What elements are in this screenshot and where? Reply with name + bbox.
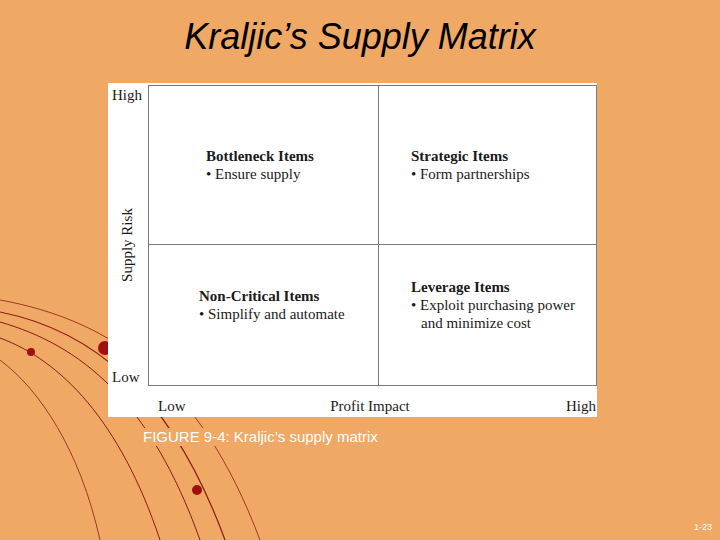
quadrant-text: Leverage Items• Exploit purchasing power… [411, 278, 576, 332]
axis-high: High [566, 397, 596, 415]
slide-title: Kraljic’s Supply Matrix [0, 16, 720, 58]
figure-caption: FIGURE 9-4: Kraljic’s supply matrix [141, 428, 380, 446]
quadrant-bullet: • Form partnerships [411, 165, 586, 183]
bottleneck-quadrant: Bottleneck Items• Ensure supply [149, 86, 378, 244]
strategic-quadrant: Strategic Items• Form partnerships [379, 86, 596, 244]
leverage-quadrant: Leverage Items• Exploit purchasing power… [379, 245, 596, 385]
quadrant-heading: Strategic Items [411, 147, 586, 165]
non-critical-quadrant: Non-Critical Items• Simplify and automat… [149, 245, 378, 385]
matrix-grid [108, 83, 597, 417]
quadrant-text: Bottleneck Items• Ensure supply [206, 147, 371, 183]
quadrant-heading: Bottleneck Items [206, 147, 371, 165]
quadrant-bullet: • Exploit purchasing power and minimize … [411, 296, 576, 332]
page-number: 1-23 [694, 522, 712, 533]
quadrant-text: Strategic Items• Form partnerships [411, 147, 586, 183]
figure-panel [108, 83, 597, 417]
axis-low: Low [112, 368, 140, 386]
axis-high: High [112, 86, 142, 104]
quadrant-text: Non-Critical Items• Simplify and automat… [199, 287, 349, 323]
axis-title: Profit Impact [330, 397, 410, 415]
quadrant-bullet: • Simplify and automate [199, 305, 349, 323]
quadrant-heading: Leverage Items [411, 278, 576, 296]
quadrant-heading: Non-Critical Items [199, 287, 349, 305]
axis-low: Low [158, 397, 186, 415]
axis-title: Supply Risk [118, 208, 136, 282]
quadrant-bullet: • Ensure supply [206, 165, 371, 183]
